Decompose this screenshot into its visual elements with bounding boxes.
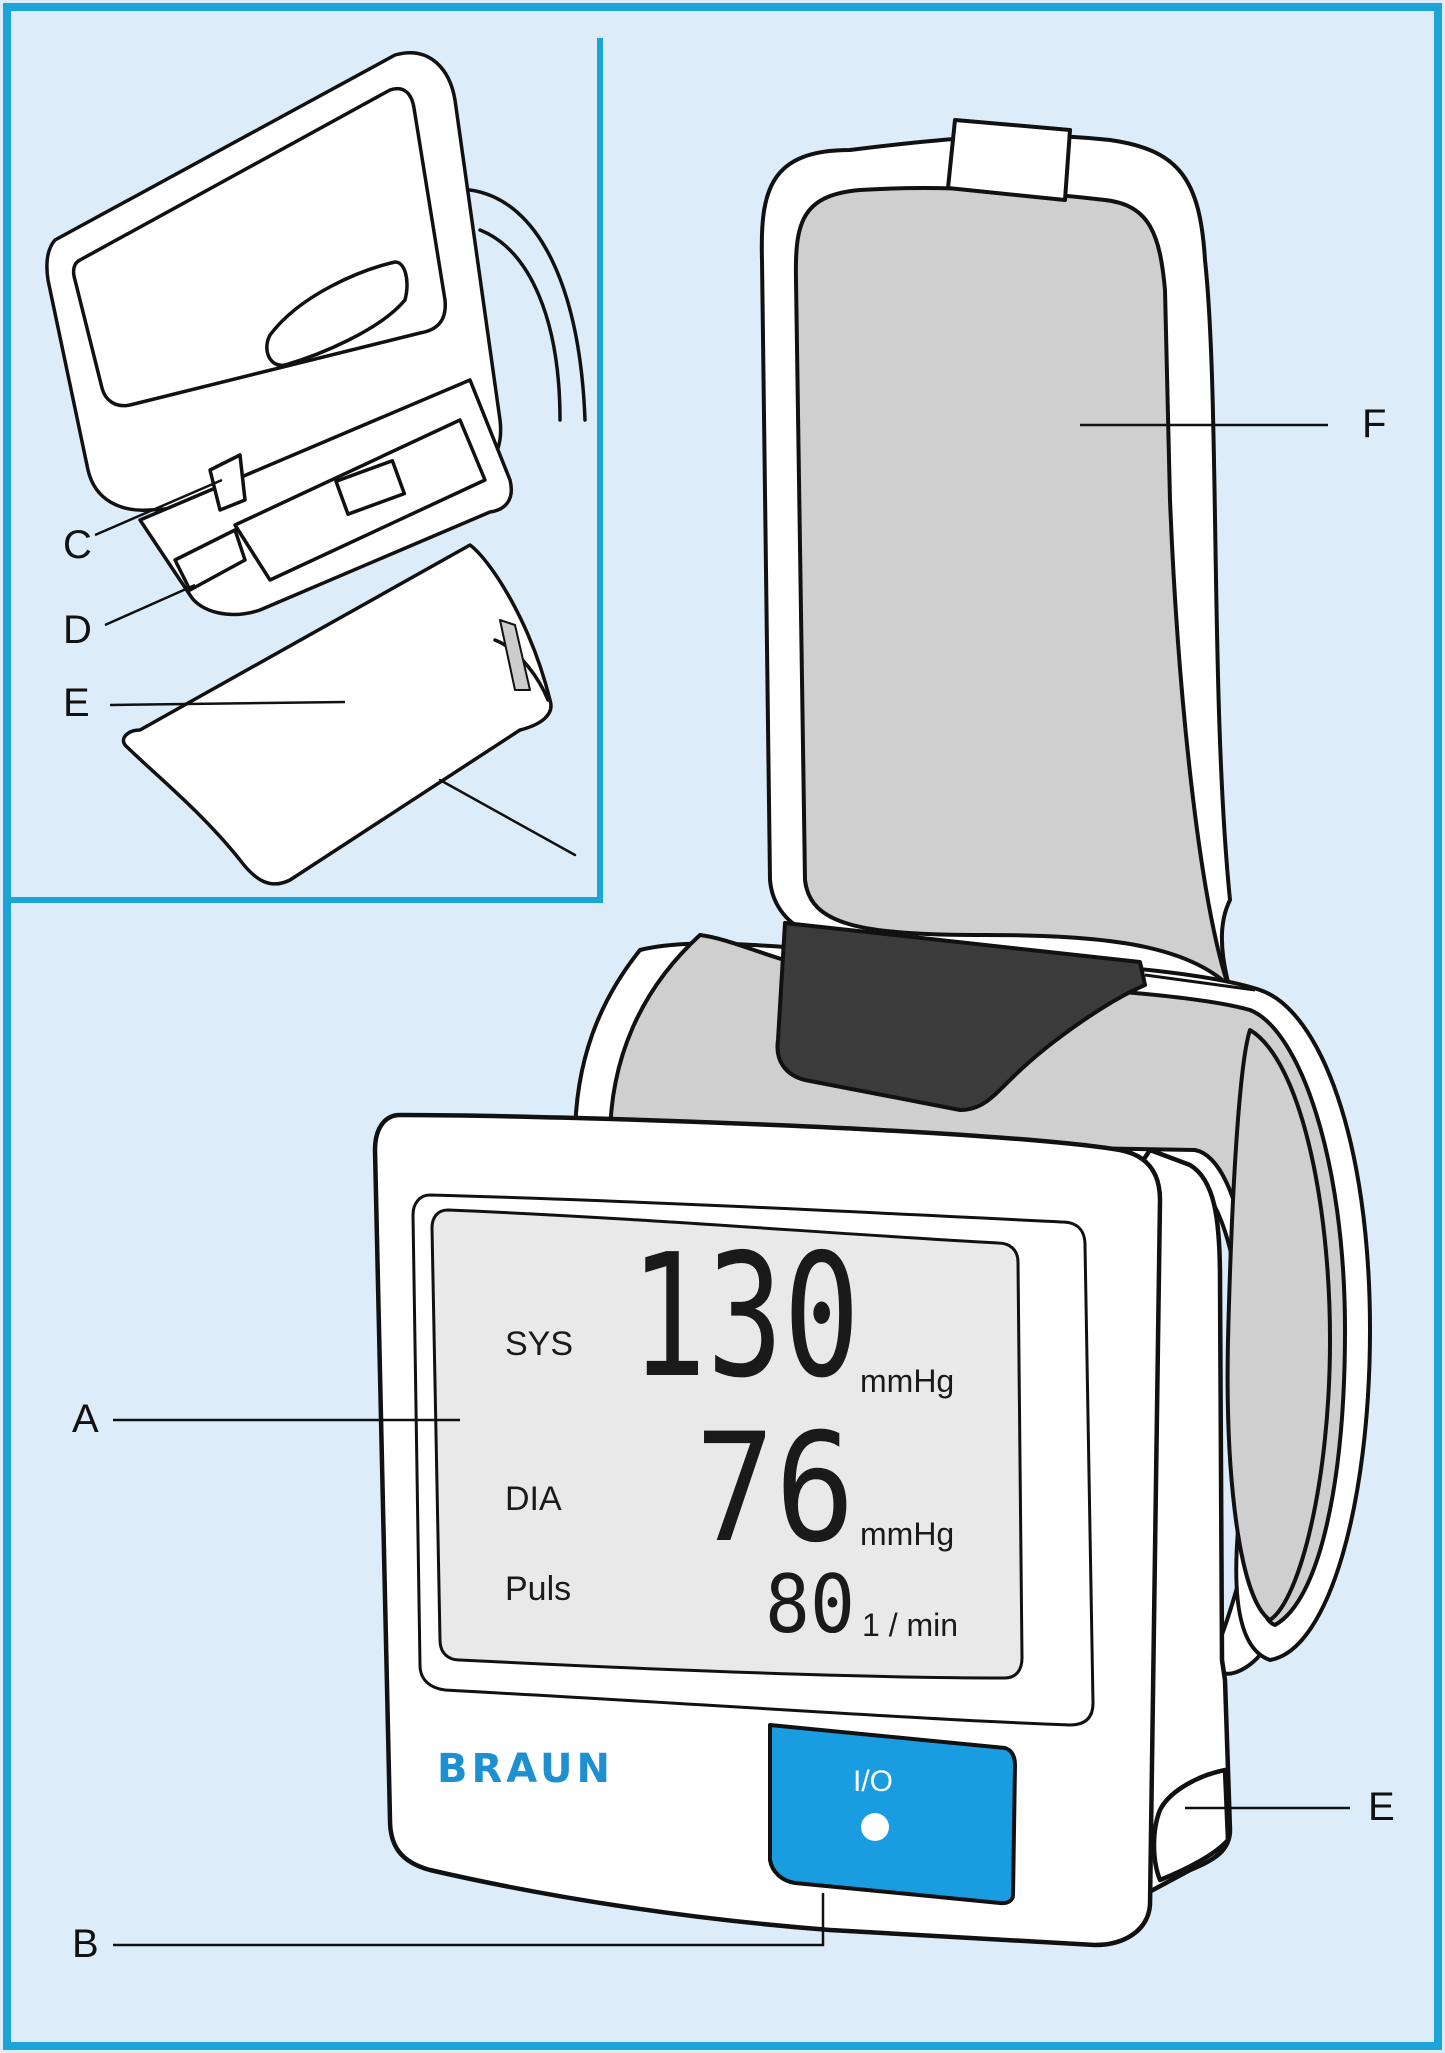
cuff [573,118,1372,1676]
brand-logo: BRAUN [437,1746,614,1792]
lcd-screen [430,1208,1024,1680]
dia-value: 76 [695,1402,855,1576]
inset-panel-border [10,38,603,903]
main-leader-lines [113,423,1350,1947]
inset-device-illustration [45,51,587,886]
pulse-label: Puls [505,1570,571,1608]
dia-label: DIA [505,1480,562,1518]
callout-d: D [63,608,92,652]
leader-c [94,478,223,537]
cuff-tab [946,118,1072,202]
leader-e-inset [109,700,346,707]
leader-d [104,583,196,627]
power-button-label: I/O [853,1765,893,1798]
outer-frame [3,3,1442,2050]
leader-b [113,1893,825,1947]
pulse-unit: 1 / min [862,1607,958,1643]
callout-e-main: E [1368,1785,1395,1829]
inset-leader-lines [94,478,346,707]
inset-battery [334,459,407,516]
callout-f: F [1362,402,1386,446]
callout-b: B [72,1922,99,1966]
pulse-value: 80 [765,1558,855,1651]
dia-unit: mmHg [860,1516,954,1552]
callout-e-inset: E [63,681,90,725]
inset-button [265,260,409,367]
device [372,1112,1233,1948]
battery-lid-main [1151,1767,1231,1883]
sys-unit: mmHg [860,1363,954,1399]
cuff-flap-inner [793,186,1230,987]
power-indicator-icon [861,1813,889,1841]
cuff-velcro-strip [775,921,1147,1112]
cuff-inner-ring [1225,1028,1332,1622]
callout-c: C [63,523,92,567]
sys-label: SYS [505,1325,573,1363]
inset-wrist-outline [468,188,587,422]
sys-value: 130 [630,1218,860,1416]
callout-a: A [72,1397,99,1441]
power-button[interactable] [768,1723,1017,1906]
inset-battery-lid [121,543,553,886]
